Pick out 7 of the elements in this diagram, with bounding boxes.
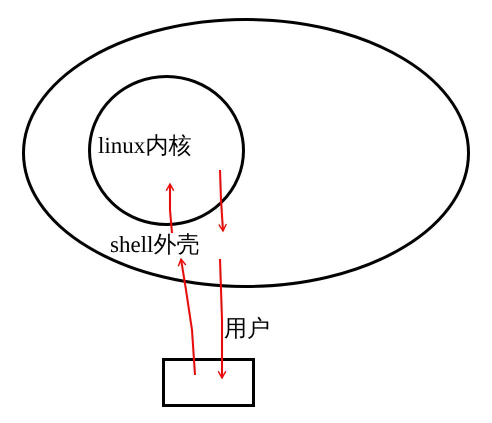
- arrow: [178, 258, 196, 376]
- side-label: 用户: [224, 316, 270, 342]
- arrow: [218, 258, 226, 379]
- arrow: [218, 170, 227, 232]
- node-label: linux内核: [98, 133, 192, 158]
- arrow: [166, 183, 174, 234]
- node-label: shell外壳: [110, 232, 200, 258]
